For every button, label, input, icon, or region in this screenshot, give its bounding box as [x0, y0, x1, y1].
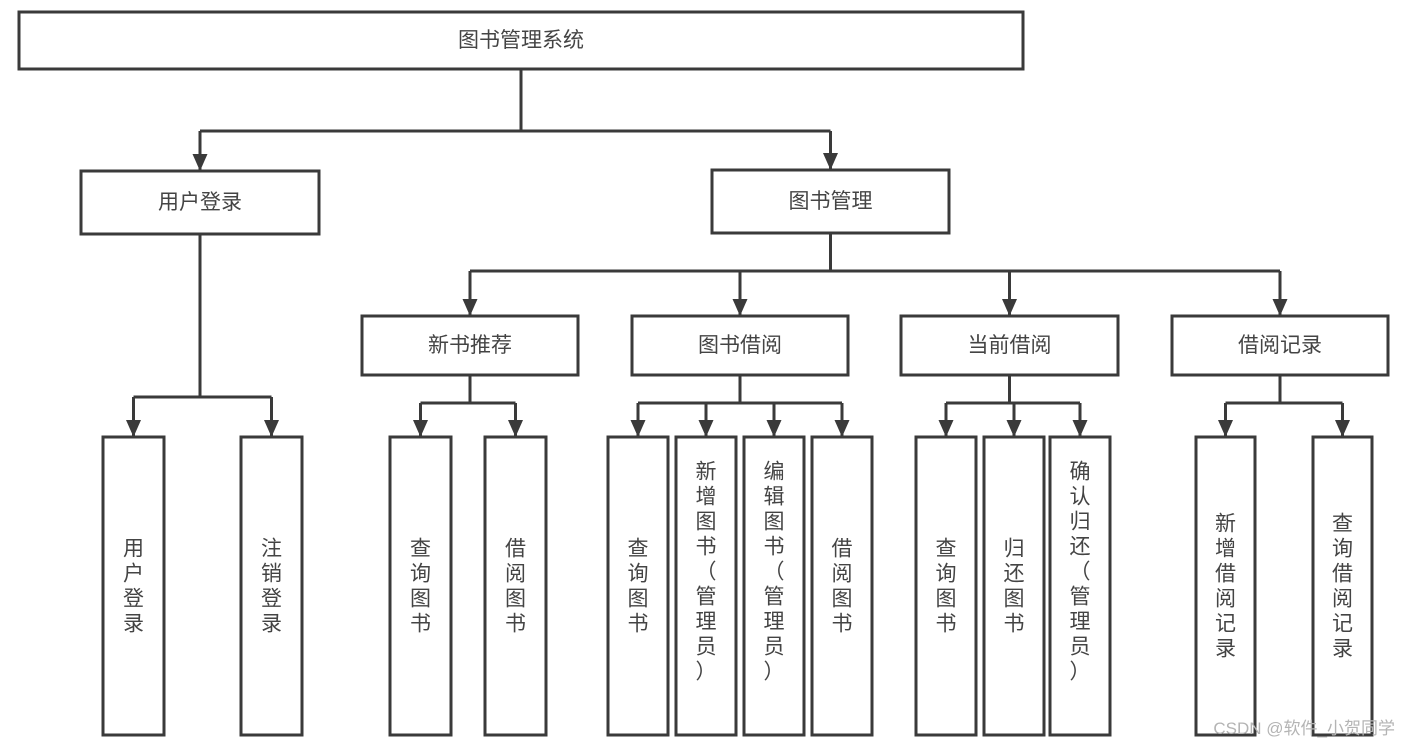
arrow-book-borrow-leaf-borrow-book-bw — [834, 420, 850, 437]
node-leaf-query-book-rec-box — [388, 435, 453, 737]
arrow-book-borrow-leaf-edit-book-admin — [766, 420, 782, 437]
node-root[interactable]: 图书管理系统 — [17, 10, 1025, 71]
node-leaf-query-book-cur-box — [914, 435, 978, 737]
node-leaf-add-borrow-record-label: 新增借阅记录 — [1215, 513, 1236, 661]
node-leaf-query-book-cur[interactable]: 查询图书 — [914, 435, 978, 737]
node-leaf-borrow-book-bw-box — [810, 435, 874, 737]
node-borrow-record-box — [1170, 314, 1390, 377]
node-borrow-record-label: 借阅记录 — [1238, 334, 1322, 357]
arrow-user-login-leaf-user-login — [126, 420, 141, 437]
arrow-new-book-recommend-leaf-query-book-rec — [413, 420, 428, 437]
node-leaf-query-book-rec[interactable]: 查询图书 — [388, 435, 453, 737]
node-leaf-query-book-bw-box — [606, 435, 670, 737]
node-leaf-query-borrow-record-label: 查询借阅记录 — [1332, 513, 1353, 661]
node-borrow-record[interactable]: 借阅记录 — [1170, 314, 1390, 377]
node-leaf-add-book-admin-box — [674, 435, 738, 737]
node-leaf-add-borrow-record[interactable]: 新增借阅记录 — [1194, 435, 1257, 737]
node-root-box — [17, 10, 1025, 71]
node-leaf-edit-book-admin-box — [742, 435, 806, 737]
node-leaf-return-book-box — [982, 435, 1046, 737]
node-current-borrow-box — [899, 314, 1120, 377]
node-leaf-edit-book-admin[interactable]: 编辑图书（管理员） — [742, 435, 806, 737]
arrow-user-login-leaf-logout-login — [264, 420, 279, 437]
node-leaf-user-login-label: 用户登录 — [123, 538, 144, 636]
node-leaf-confirm-return-admin-box — [1048, 435, 1112, 737]
node-leaf-return-book-label: 归还图书 — [1004, 538, 1025, 636]
node-leaf-query-book-bw-label: 查询图书 — [628, 538, 649, 636]
arrow-book-manage-new-book-recommend — [462, 299, 478, 316]
arrow-book-borrow-leaf-add-book-admin — [698, 420, 714, 437]
node-user-login-label: 用户登录 — [158, 191, 242, 214]
node-book-manage-label: 图书管理 — [789, 190, 873, 213]
node-user-login-box — [79, 169, 321, 236]
node-new-book-recommend-label: 新书推荐 — [428, 334, 512, 357]
arrow-book-borrow-leaf-query-book-bw — [630, 420, 646, 437]
node-leaf-confirm-return-admin-label: 确认归还（管理员） — [1070, 461, 1091, 684]
node-leaf-user-login-box — [101, 435, 166, 737]
arrow-borrow-record-leaf-query-borrow-record — [1335, 420, 1350, 437]
node-new-book-recommend-box — [360, 314, 580, 377]
node-leaf-add-borrow-record-box — [1194, 435, 1257, 737]
node-current-borrow[interactable]: 当前借阅 — [899, 314, 1120, 377]
node-leaf-user-login[interactable]: 用户登录 — [101, 435, 166, 737]
arrow-new-book-recommend-leaf-borrow-book-rec — [508, 420, 523, 437]
node-book-borrow[interactable]: 图书借阅 — [630, 314, 850, 377]
arrow-root-book-manage — [823, 153, 838, 170]
arrow-book-manage-book-borrow — [732, 299, 748, 316]
nodes-layer: 图书管理系统用户登录图书管理新书推荐图书借阅当前借阅借阅记录用户登录注销登录查询… — [17, 10, 1390, 737]
node-leaf-borrow-book-bw-label: 借阅图书 — [832, 538, 853, 636]
node-leaf-query-book-cur-label: 查询图书 — [936, 538, 957, 636]
arrow-book-manage-current-borrow — [1002, 299, 1017, 316]
node-leaf-borrow-book-rec-box — [483, 435, 548, 737]
node-leaf-query-borrow-record[interactable]: 查询借阅记录 — [1311, 435, 1374, 737]
node-leaf-borrow-book-rec-label: 借阅图书 — [505, 538, 526, 636]
arrow-current-borrow-leaf-query-book-cur — [938, 420, 954, 437]
node-book-manage[interactable]: 图书管理 — [710, 168, 951, 235]
node-new-book-recommend[interactable]: 新书推荐 — [360, 314, 580, 377]
node-leaf-query-borrow-record-box — [1311, 435, 1374, 737]
node-leaf-borrow-book-rec[interactable]: 借阅图书 — [483, 435, 548, 737]
arrow-book-manage-borrow-record — [1272, 299, 1288, 316]
node-root-label: 图书管理系统 — [458, 29, 584, 52]
node-leaf-return-book[interactable]: 归还图书 — [982, 435, 1046, 737]
node-user-login[interactable]: 用户登录 — [79, 169, 321, 236]
node-leaf-edit-book-admin-label: 编辑图书（管理员） — [764, 461, 785, 684]
node-current-borrow-label: 当前借阅 — [968, 334, 1052, 357]
node-book-manage-box — [710, 168, 951, 235]
arrow-current-borrow-leaf-confirm-return-admin — [1072, 420, 1088, 437]
arrow-borrow-record-leaf-add-borrow-record — [1218, 420, 1233, 437]
node-leaf-logout-login-box — [239, 435, 304, 737]
node-leaf-add-book-admin[interactable]: 新增图书（管理员） — [674, 435, 738, 737]
node-leaf-confirm-return-admin[interactable]: 确认归还（管理员） — [1048, 435, 1112, 737]
node-leaf-query-book-rec-label: 查询图书 — [410, 538, 431, 636]
node-book-borrow-box — [630, 314, 850, 377]
node-book-borrow-label: 图书借阅 — [698, 334, 782, 357]
node-leaf-logout-login-label: 注销登录 — [261, 538, 282, 636]
arrow-root-user-login — [192, 154, 208, 171]
node-leaf-query-book-bw[interactable]: 查询图书 — [606, 435, 670, 737]
edges-layer — [126, 69, 1350, 437]
node-leaf-borrow-book-bw[interactable]: 借阅图书 — [810, 435, 874, 737]
node-leaf-logout-login[interactable]: 注销登录 — [239, 435, 304, 737]
arrow-current-borrow-leaf-return-book — [1006, 420, 1022, 437]
node-leaf-add-book-admin-label: 新增图书（管理员） — [696, 461, 717, 684]
